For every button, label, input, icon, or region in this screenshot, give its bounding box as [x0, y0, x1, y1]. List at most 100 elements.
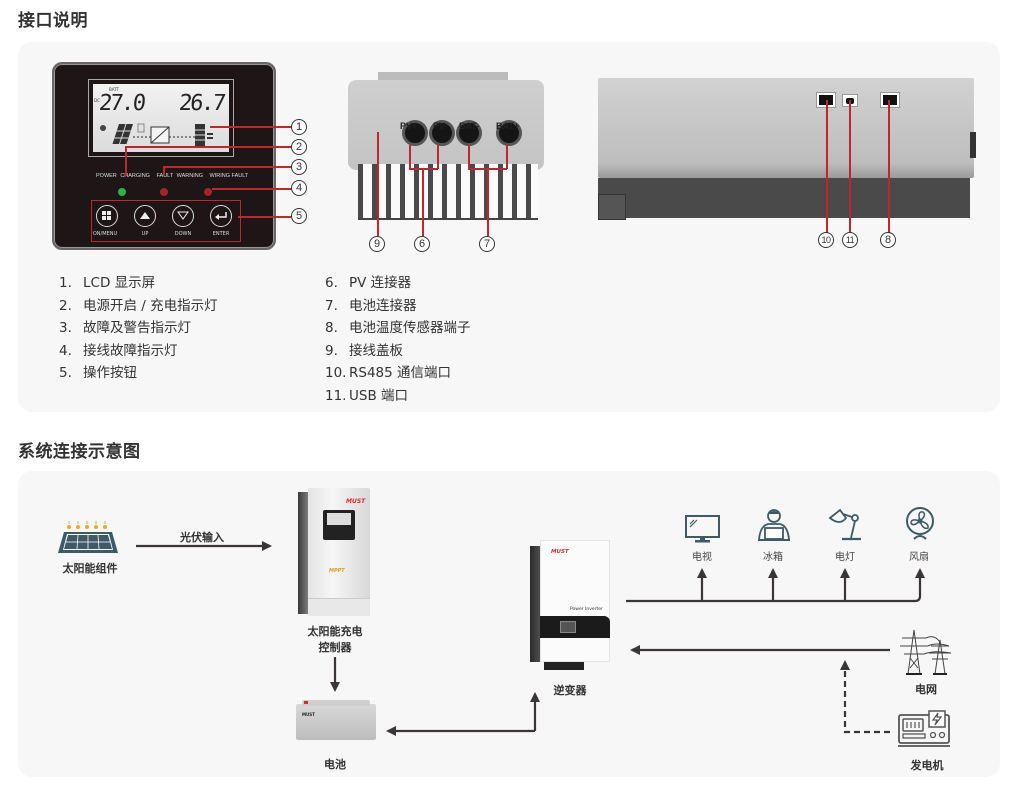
load-label-tv: 电视 — [692, 552, 712, 563]
pv-minus-connector — [429, 120, 455, 146]
top-cap — [378, 72, 508, 82]
pv-plus-label: PV+ — [400, 121, 418, 131]
temp-sensor-port — [880, 92, 900, 108]
generator-label: 发电机 — [910, 759, 944, 772]
pv-plus-connector — [402, 120, 428, 146]
callout-1: 1 — [291, 119, 307, 135]
callout-line-7 — [487, 168, 489, 236]
batt-label: BATT — [109, 87, 119, 92]
tv-icon — [685, 515, 720, 543]
legend-list-right: 6.PV 连接器 7.电池连接器 8.电池温度传感器端子 9.接线盖板 10.R… — [325, 272, 471, 408]
enter-return-icon — [215, 212, 227, 220]
load-label-fridge: 冰箱 — [763, 552, 783, 563]
indicator-labels: POWER CHARGING FAULT WARNING WIRING FAUL… — [96, 173, 248, 179]
connector-view: PV+ PV- BAT- BAT+ — [346, 72, 546, 222]
fan-icon — [906, 507, 934, 540]
dc-label: DC — [94, 98, 100, 103]
callout-8: 8 — [880, 232, 896, 248]
section-title-system: 系统连接示意图 — [18, 442, 141, 462]
callout-line-6 — [422, 168, 424, 236]
indicator-label-power: POWER — [96, 173, 117, 179]
callout-line-6b — [437, 145, 439, 169]
battery-icon — [195, 124, 213, 146]
inverter-label: 逆变器 — [553, 684, 587, 697]
side-housing — [598, 78, 974, 178]
sun-icon — [100, 125, 106, 131]
pv-minus-label: PV- — [433, 121, 448, 131]
triangle-down-icon — [177, 211, 189, 220]
triangle-up-icon — [140, 212, 150, 219]
callout-line-10 — [826, 100, 828, 233]
section-title-interface: 接口说明 — [18, 11, 88, 31]
legend-list-left: 1.LCD 显示屏 2.电源开启 / 充电指示灯 3.故障及警告指示灯 4.接线… — [59, 272, 218, 385]
button-group: ON/MENU UP DOWN ENTER — [91, 200, 241, 242]
up-button[interactable] — [134, 205, 156, 227]
callout-line-11 — [849, 100, 851, 233]
side-base — [598, 178, 970, 218]
callout-line-5 — [238, 216, 291, 218]
callout-line-7b — [506, 145, 508, 169]
load-bus-line — [626, 568, 925, 603]
callout-3: 3 — [291, 159, 307, 175]
generator-to-grid-line — [840, 660, 890, 734]
down-label: DOWN — [174, 231, 192, 237]
inverter-image: MUST Power Inverter — [530, 540, 610, 670]
legend-item: 1.LCD 显示屏 — [59, 275, 156, 291]
callout-line-9 — [377, 132, 379, 236]
callout-line-8 — [888, 100, 890, 233]
power-charging-led — [118, 188, 126, 196]
load-label-lamp: 电灯 — [835, 552, 855, 563]
wiring-fault-led — [204, 188, 212, 196]
callout-2: 2 — [291, 139, 307, 155]
lcd-status-icons — [100, 123, 213, 146]
legend-item: 7.电池连接器 — [325, 297, 417, 314]
controller-model: MPPT — [329, 568, 345, 574]
side-latch — [970, 132, 976, 158]
generator-icon — [898, 710, 950, 747]
legend-item: 9.接线盖板 — [325, 342, 403, 359]
callout-line-4 — [212, 188, 291, 190]
up-label: UP — [141, 231, 149, 237]
callout-line-2 — [125, 146, 291, 148]
power-grid-icon — [900, 629, 952, 675]
callout-line-3-drop — [163, 166, 165, 174]
charge-controller-label-line2: 控制器 — [318, 641, 352, 654]
charge-controller-image: MUST MPPT — [298, 488, 370, 616]
enter-button[interactable] — [210, 205, 232, 227]
indicator-label-charging: CHARGING — [120, 173, 150, 179]
bat-plus-label: BAT+ — [496, 121, 520, 131]
mount-bracket — [598, 194, 626, 220]
callout-line-6a — [409, 145, 411, 169]
callout-10: 10 — [818, 232, 834, 248]
callout-7: 7 — [479, 236, 495, 252]
fault-warning-led — [160, 188, 168, 196]
lamp-icon — [828, 508, 861, 541]
legend-item: 6.PV 连接器 — [325, 275, 412, 291]
inverter-model: Power Inverter — [570, 607, 603, 612]
callout-11: 11 — [842, 232, 858, 248]
callout-6: 6 — [414, 236, 430, 252]
controller-brand: MUST — [346, 498, 366, 505]
lcd-control-panel: BATT DC 27.0 26.7 — [52, 62, 276, 250]
enter-label: ENTER — [212, 231, 230, 237]
battery-label: 电池 — [324, 758, 346, 771]
pv-input-label: 光伏输入 — [180, 531, 224, 544]
fridge-person-laptop-icon — [758, 509, 790, 541]
legend-item: 4.接线故障指示灯 — [59, 342, 178, 359]
callout-5: 5 — [291, 208, 307, 224]
callout-line-3 — [163, 166, 291, 168]
grid-label: 电网 — [915, 683, 937, 696]
bat-minus-connector — [456, 120, 482, 146]
down-button[interactable] — [172, 205, 194, 227]
battery-image: MUST — [294, 698, 376, 740]
callout-line-1 — [210, 126, 291, 128]
on-menu-label: ON/MENU — [92, 231, 118, 237]
solar-panel-icon — [58, 521, 118, 553]
legend-item: 11.USB 端口 — [325, 387, 409, 404]
heatsink-fins — [358, 164, 538, 220]
on-menu-button[interactable] — [96, 205, 118, 227]
legend-item: 5.操作按钮 — [59, 365, 137, 382]
legend-item: 10.RS485 通信端口 — [325, 365, 452, 382]
lcd-screen: BATT DC 27.0 26.7 — [88, 79, 234, 157]
